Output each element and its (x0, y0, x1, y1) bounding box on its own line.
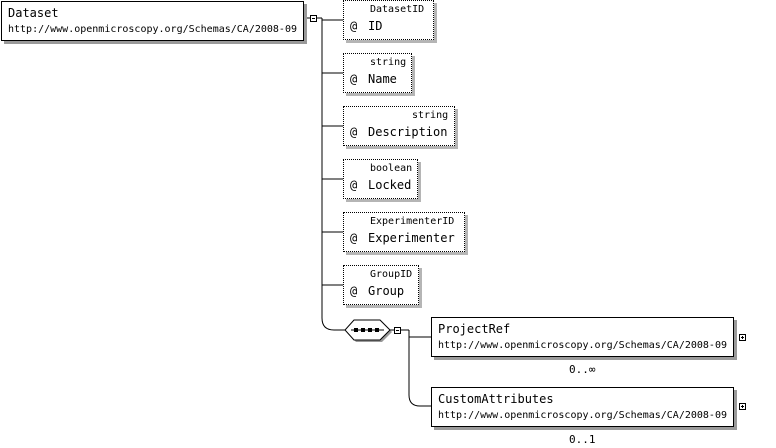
element-name: ProjectRef (438, 322, 511, 336)
attribute-name: Experimenter (368, 231, 455, 245)
attribute-at-icon: @ (350, 284, 358, 298)
attribute-type: GroupID (370, 269, 413, 280)
attribute-name: Name (368, 72, 397, 86)
attribute-name-string[interactable]: string @ Name (343, 53, 412, 93)
attribute-type: ExperimenterID (370, 216, 455, 227)
attribute-at-icon: @ (350, 231, 358, 245)
attribute-name: Group (368, 284, 405, 298)
attribute-type: string (412, 110, 449, 121)
element-namespace: http://www.openmicroscopy.org/Schemas/CA… (438, 410, 727, 421)
attribute-group[interactable]: GroupID @ Group (343, 265, 419, 305)
cardinality-label: 0..∞ (569, 363, 596, 376)
attribute-at-icon: @ (350, 125, 358, 139)
collapse-toggle-icon[interactable] (310, 15, 317, 22)
attribute-name: ID (368, 19, 383, 33)
attribute-type: string (370, 57, 407, 68)
attribute-description[interactable]: string @ Description (343, 106, 455, 146)
root-element-dataset[interactable]: Dataset http://www.openmicroscopy.org/Sc… (1, 1, 304, 41)
attribute-at-icon: @ (350, 178, 358, 192)
attribute-locked[interactable]: boolean @ Locked (343, 159, 418, 199)
sequence-compositor-icon (344, 319, 392, 342)
attribute-name: Locked (368, 178, 412, 192)
expand-toggle-icon[interactable] (739, 403, 746, 410)
element-name: Dataset (8, 6, 59, 20)
sequence-collapse-toggle-icon[interactable] (394, 327, 401, 334)
attribute-at-icon: @ (350, 19, 358, 33)
expand-toggle-icon[interactable] (739, 334, 746, 341)
attribute-id[interactable]: DatasetID @ ID (343, 0, 434, 40)
element-namespace: http://www.openmicroscopy.org/Schemas/CA… (8, 24, 297, 35)
child-element-projectref[interactable]: ProjectRef http://www.openmicroscopy.org… (431, 317, 734, 357)
attribute-type: boolean (370, 163, 413, 174)
child-element-customattributes[interactable]: CustomAttributes http://www.openmicrosco… (431, 387, 734, 427)
attribute-type: DatasetID (370, 4, 425, 15)
attribute-experimenter[interactable]: ExperimenterID @ Experimenter (343, 212, 465, 252)
element-namespace: http://www.openmicroscopy.org/Schemas/CA… (438, 340, 727, 351)
attribute-at-icon: @ (350, 72, 358, 86)
attribute-name: Description (368, 125, 448, 139)
element-name: CustomAttributes (438, 392, 554, 406)
cardinality-label: 0..1 (569, 433, 596, 446)
